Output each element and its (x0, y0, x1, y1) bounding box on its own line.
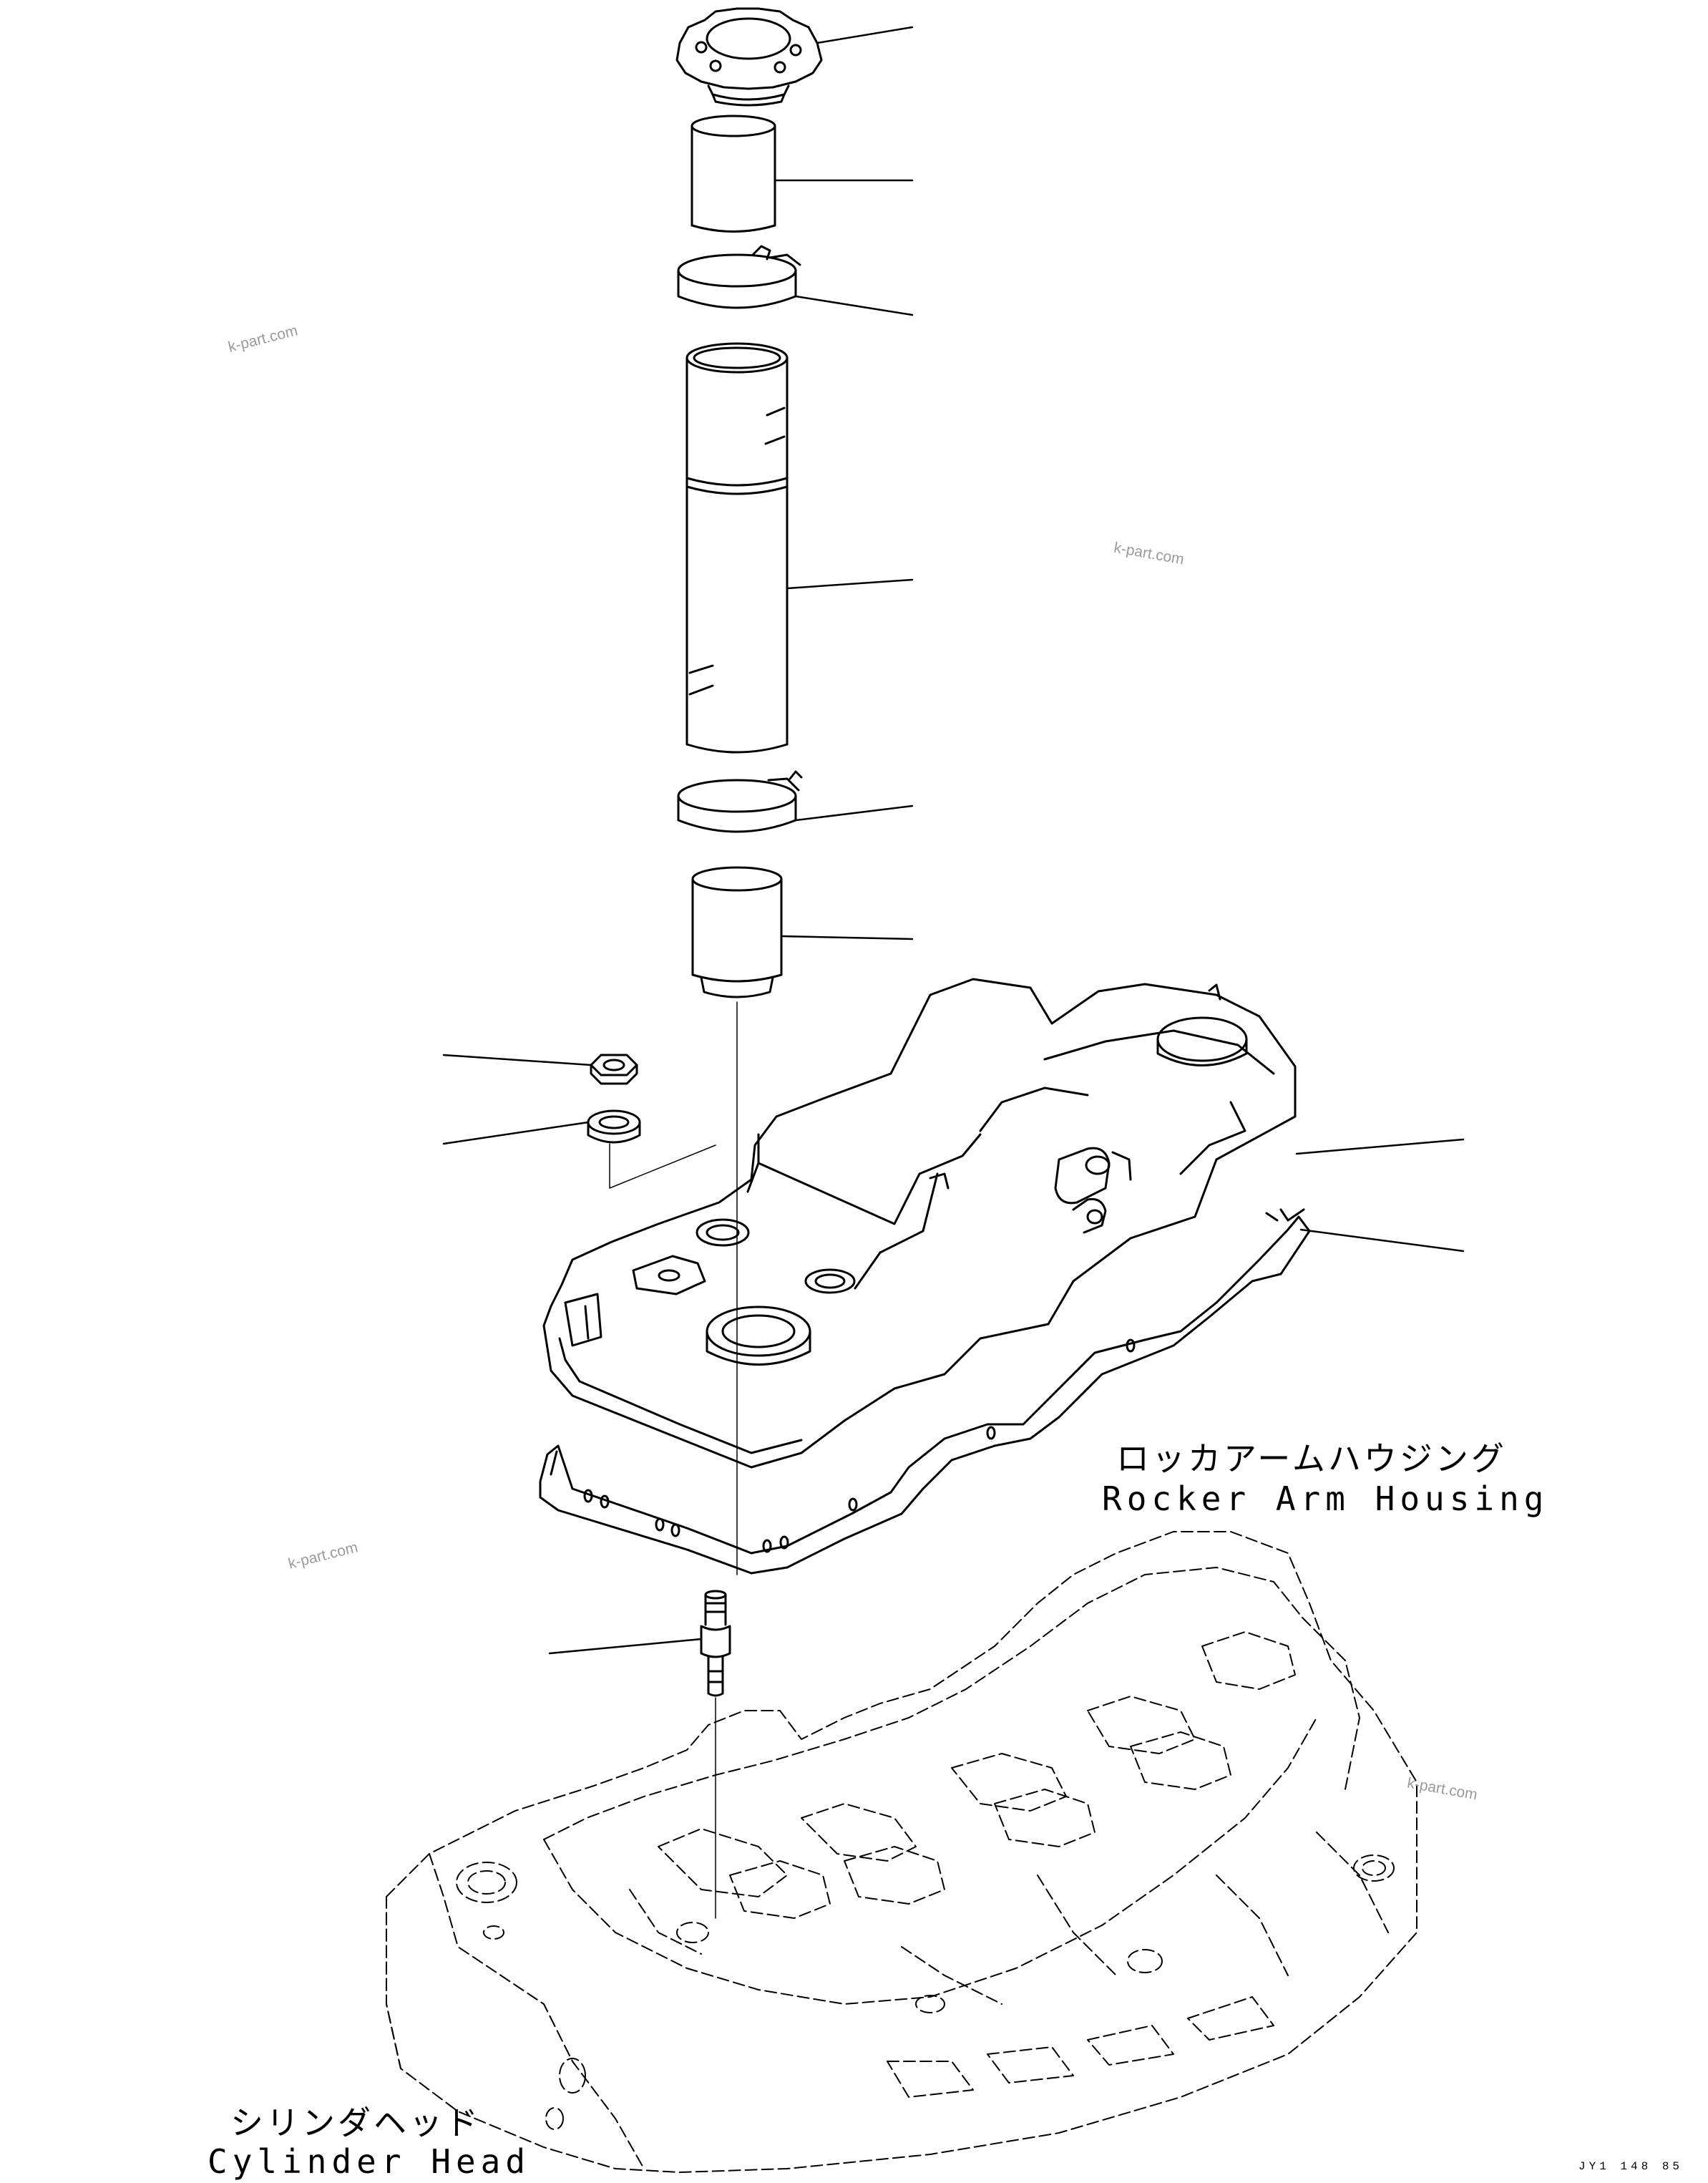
breather-hose (685, 342, 789, 754)
rocker-arm-housing-label: Rocker Arm Housing (1102, 1479, 1549, 1518)
sleeve-tube (690, 115, 776, 233)
hose-clamp-upper (677, 245, 801, 309)
grommet (587, 1109, 641, 1144)
rocker-arm-housing-label-jp: ロッカアームハウジング (1116, 1439, 1507, 1478)
stud-bolt (700, 1590, 731, 1697)
cylinder-head-label-jp: シリンダヘッド (230, 2104, 481, 2142)
drawing-code: JY1 148 85 (1578, 2160, 1684, 2173)
rocker-cover-gasket (539, 1208, 1311, 1575)
leader-lines (442, 26, 1465, 1655)
hose-clamp-lower (677, 770, 803, 833)
rocker-cover (542, 978, 1297, 1469)
nut (590, 1054, 638, 1085)
breather-adapter (691, 866, 783, 998)
cylinder-head-phantom (386, 1531, 1417, 2173)
cylinder-head-label: Cylinder Head (208, 2142, 531, 2181)
oil-filler-cap (675, 7, 823, 107)
